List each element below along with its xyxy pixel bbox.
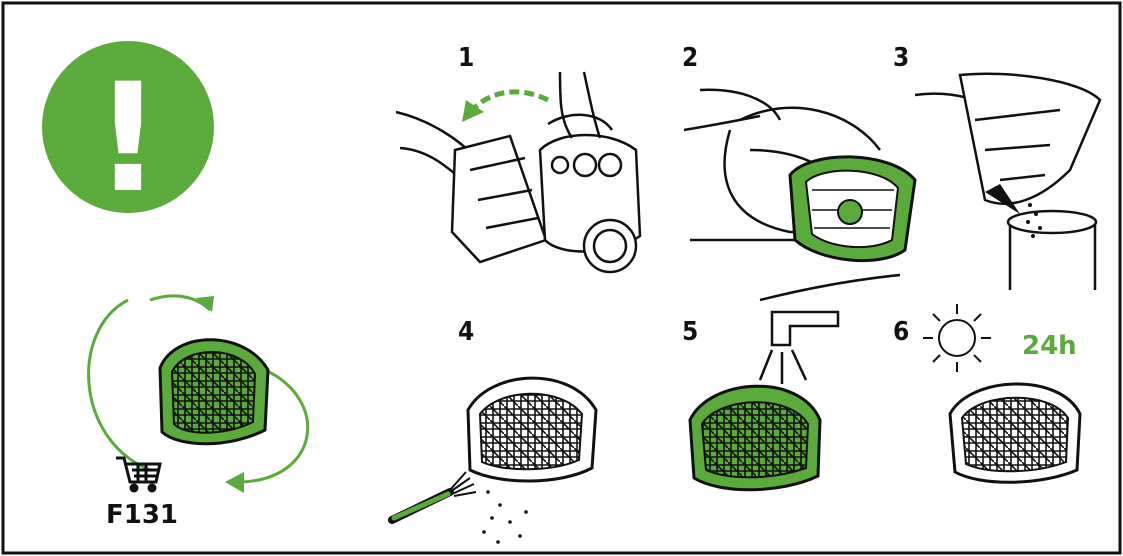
step-6-filter bbox=[948, 382, 1082, 484]
filter-frame bbox=[788, 155, 917, 263]
drying-time-label: 24h bbox=[1022, 331, 1077, 361]
step-1-illustration bbox=[395, 71, 642, 274]
pull-arrow-icon bbox=[468, 89, 550, 114]
dust-particles bbox=[482, 490, 528, 544]
part-code: F131 bbox=[106, 500, 178, 530]
rotate-arrows-icon bbox=[87, 294, 310, 493]
exclamation-icon: ! bbox=[94, 52, 162, 226]
step-3-number: 3 bbox=[893, 43, 909, 73]
step-3-illustration bbox=[914, 72, 1102, 290]
step-6-number: 6 bbox=[893, 317, 909, 347]
step-2-number: 2 bbox=[682, 43, 698, 73]
step-1-number: 1 bbox=[458, 43, 474, 73]
shopping-cart-icon bbox=[116, 456, 162, 493]
step-4-number: 4 bbox=[458, 317, 474, 347]
brush-icon bbox=[388, 471, 477, 524]
faucet-icon bbox=[758, 310, 840, 384]
replacement-filter bbox=[158, 338, 270, 446]
step-4-filter bbox=[466, 376, 598, 483]
dust-lid bbox=[985, 184, 1020, 214]
warning-badge: ! bbox=[42, 41, 214, 226]
step-5-filter bbox=[688, 384, 822, 492]
sun-icon bbox=[923, 304, 991, 372]
step-5-number: 5 bbox=[682, 317, 698, 347]
falling-dust bbox=[1026, 203, 1042, 238]
